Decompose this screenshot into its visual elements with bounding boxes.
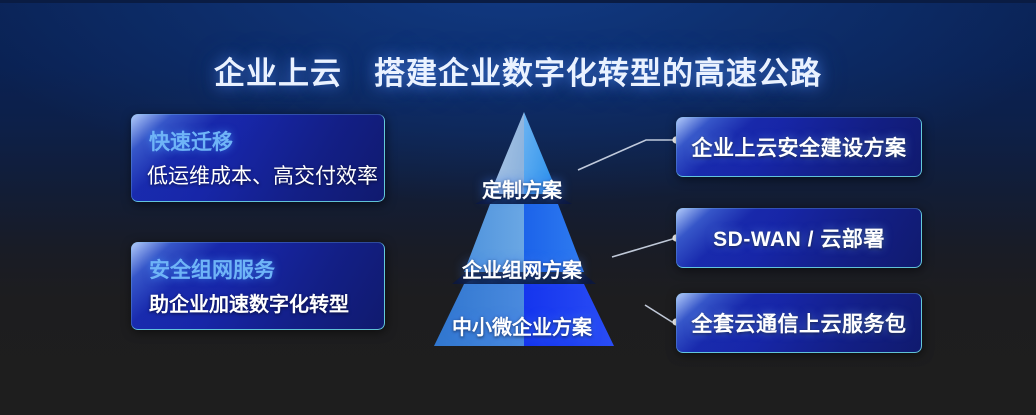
card-comm-package-label: 全套云通信上云服务包 — [691, 313, 907, 336]
pyramid-tier-middle — [464, 198, 584, 272]
pyramid-tier-bottom — [434, 278, 614, 346]
page-title: 企业上云 搭建企业数字化转型的高速公路 — [214, 56, 822, 91]
card-sdwan[interactable]: SD-WAN / 云部署 — [676, 208, 922, 268]
pyramid-tier-top — [490, 112, 558, 194]
card-secure-network-heading: 安全组网服务 — [149, 259, 275, 282]
card-fast-migration[interactable]: 快速迁移 低运维成本、高交付效率 — [131, 114, 385, 202]
pyramid-diagram: 定制方案 企业组网方案 中小微企业方案 — [372, 104, 672, 354]
card-comm-package[interactable]: 全套云通信上云服务包 — [676, 293, 922, 353]
card-secure-network[interactable]: 安全组网服务 助企业加速数字化转型 — [131, 242, 385, 330]
card-secure-network-subtext: 助企业加速数字化转型 — [149, 294, 349, 316]
card-security-plan[interactable]: 企业上云安全建设方案 — [676, 117, 922, 177]
card-fast-migration-subtext: 低运维成本、高交付效率 — [147, 165, 378, 188]
card-fast-migration-heading: 快速迁移 — [149, 131, 233, 154]
card-sdwan-label: SD-WAN / 云部署 — [713, 228, 885, 251]
card-security-plan-label: 企业上云安全建设方案 — [691, 137, 907, 160]
